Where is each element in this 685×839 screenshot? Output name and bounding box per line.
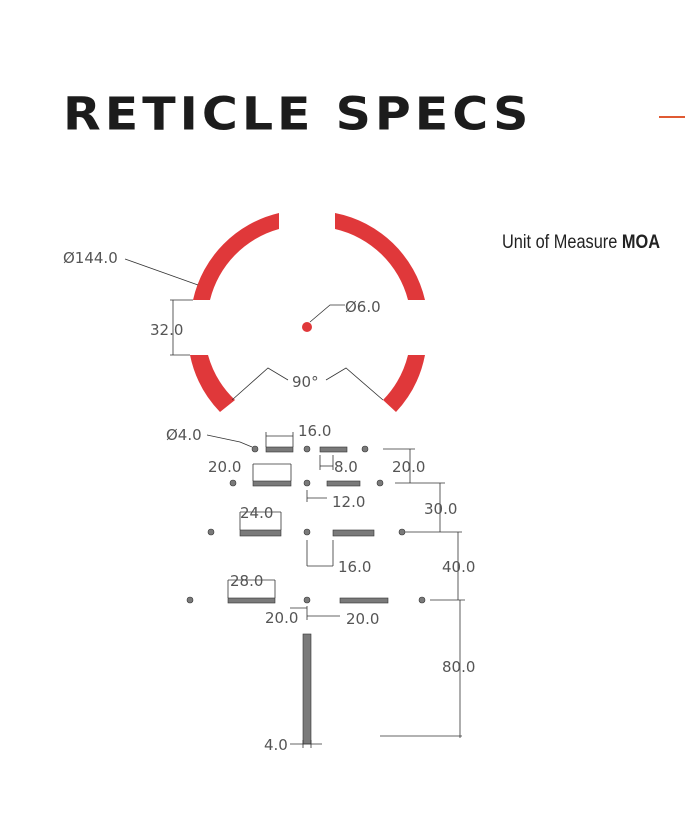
dim-label: 4.0 (264, 736, 288, 754)
holdover-dot (229, 479, 237, 487)
dim-label: 20.0 (265, 609, 298, 627)
dim-label: 20.0 (392, 458, 425, 476)
holdover-bar (339, 597, 389, 604)
holdover-dot (303, 528, 311, 536)
center-dot (302, 322, 312, 332)
page-title: RETICLE SPECS (63, 88, 533, 141)
gap-label: 32.0 (150, 321, 183, 339)
holdover-dot (186, 596, 194, 604)
diameter-label: Ø144.0 (63, 249, 118, 267)
dim-label: 80.0 (442, 658, 475, 676)
holdover-dot (361, 445, 369, 453)
dim-label: 30.0 (424, 500, 457, 518)
reticle-ring (190, 213, 425, 412)
unit-of-measure: Unit of Measure MOA (502, 232, 660, 254)
holdover-marks (186, 445, 426, 745)
dim-label: 28.0 (230, 572, 263, 590)
holdover-bar (319, 446, 348, 453)
unit-label-text: Unit of Measure (502, 232, 618, 253)
holdover-bar (239, 529, 282, 537)
dim-label: 40.0 (442, 558, 475, 576)
holdover-bar (302, 633, 312, 745)
holdover-dot (303, 445, 311, 453)
holdover-dot (376, 479, 384, 487)
holdover-dot-label: Ø4.0 (166, 426, 202, 444)
dim-label: 12.0 (332, 493, 365, 511)
ring-segment-upper-left (193, 213, 279, 300)
holdover-dimension-labels: Ø4.0 16.0 20.0 8.0 20.0 30.0 12.0 24.0 1… (166, 422, 475, 754)
unit-value: MOA (621, 232, 661, 253)
dim-label: 20.0 (208, 458, 241, 476)
dim-label: 20.0 (346, 610, 379, 628)
ring-segment-upper-right (335, 213, 425, 300)
holdover-bar (332, 529, 375, 537)
holdover-bar (227, 597, 276, 604)
ring-segment-lower-left (190, 355, 235, 412)
dim-label: 16.0 (298, 422, 331, 440)
accent-line (659, 116, 685, 118)
holdover-dot (398, 528, 406, 536)
ring-segment-lower-right (383, 355, 425, 412)
holdover-dot (251, 445, 259, 453)
holdover-dot (418, 596, 426, 604)
angle-label: 90° (292, 373, 319, 391)
dim-label: 24.0 (240, 504, 273, 522)
holdover-dot (303, 479, 311, 487)
holdover-dot (303, 596, 311, 604)
holdover-bar (265, 446, 294, 453)
dim-label: 16.0 (338, 558, 371, 576)
holdover-bar (252, 480, 292, 487)
dim-label: 8.0 (334, 458, 358, 476)
center-dot-label: Ø6.0 (345, 298, 381, 316)
holdover-dimension-lines (206, 432, 465, 748)
holdover-bar (326, 480, 361, 487)
holdover-dot (207, 528, 215, 536)
